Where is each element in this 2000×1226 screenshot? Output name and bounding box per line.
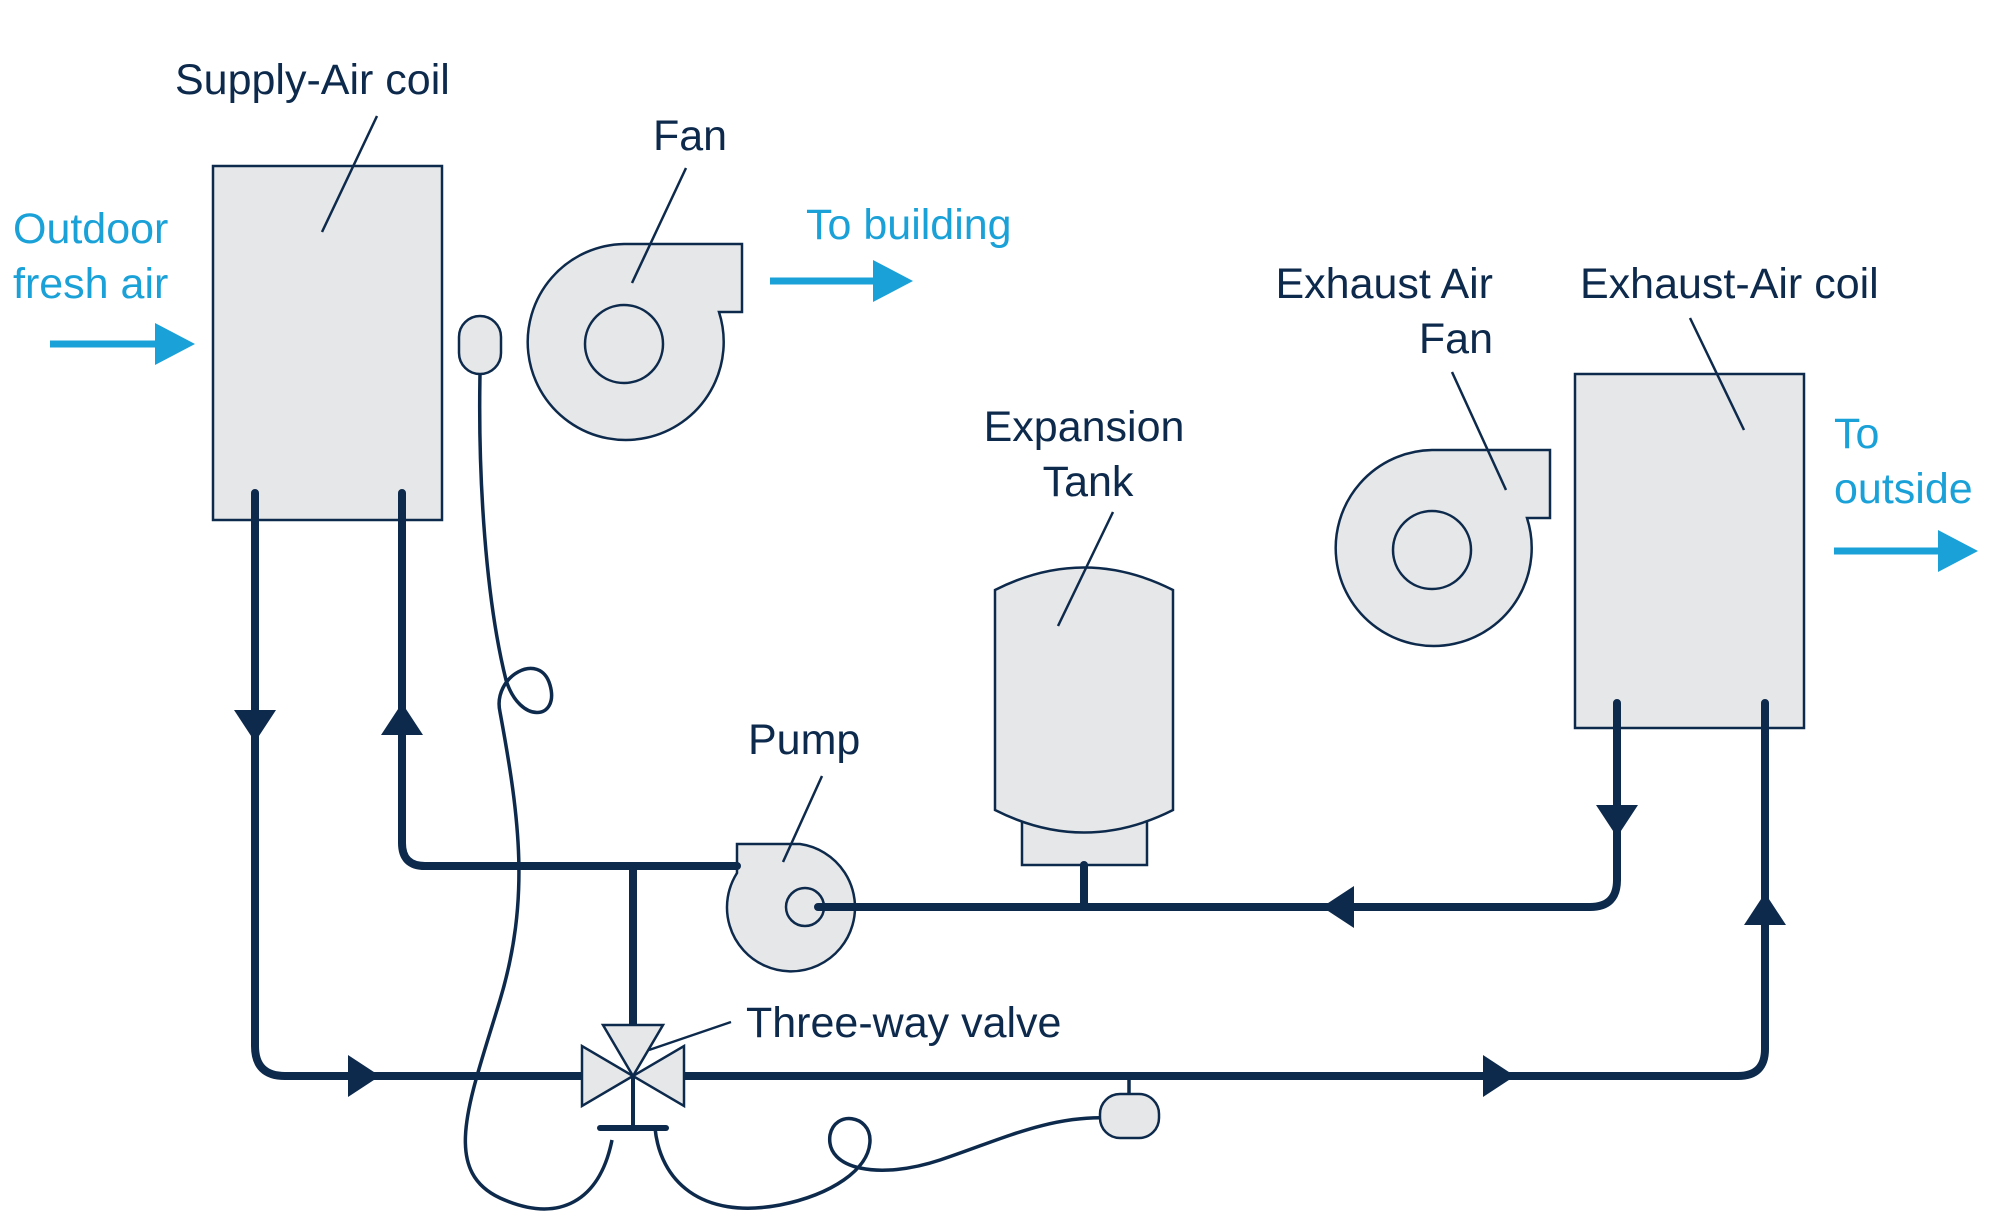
to-building-arrow (770, 260, 913, 302)
supply-fan-icon (526, 242, 744, 442)
outdoor-air-arrow (50, 323, 195, 365)
flow-arrow-up (381, 703, 423, 735)
expansion-tank (993, 566, 1175, 867)
supply-sensor-bulb (457, 314, 503, 376)
three-way-valve-icon (580, 1023, 686, 1131)
label-to-outside-line1: To (1834, 410, 1879, 458)
valve-capillary (653, 1116, 1111, 1210)
pipe-valve-to-exhaust (680, 699, 1769, 1080)
label-pump: Pump (748, 716, 860, 764)
label-expansion-line2: Tank (1043, 458, 1134, 506)
flow-arrow-right (348, 1055, 380, 1097)
exhaust-air-coil (1573, 372, 1806, 730)
label-fan: Fan (653, 112, 727, 160)
flow-arrow-up (1744, 893, 1786, 925)
flow-arrow-down (234, 710, 276, 742)
leader-supply-coil (320, 115, 379, 233)
leader-fan (630, 167, 688, 284)
flow-arrow-left (1322, 886, 1354, 928)
pipe-supply-outlet (251, 489, 586, 1080)
label-exhaust-fan-line1: Exhaust Air (1276, 260, 1494, 308)
leader-pump (781, 775, 824, 863)
flow-arrow-right (1483, 1055, 1515, 1097)
pipe-supply-return (398, 489, 741, 870)
label-to-building: To building (806, 201, 1012, 249)
label-exhaust-fan-line2: Fan (1419, 315, 1493, 363)
leader-exhaust-coil (1688, 317, 1746, 431)
label-three-way-valve: Three-way valve (746, 999, 1061, 1047)
label-to-outside-line2: outside (1834, 465, 1973, 513)
pump-icon (725, 842, 857, 973)
label-exhaust-air-coil: Exhaust-Air coil (1580, 260, 1879, 308)
flow-arrow-down (1596, 805, 1638, 837)
exhaust-fan-icon (1334, 448, 1552, 648)
supply-sensor-capillary (463, 373, 614, 1211)
supply-air-coil (211, 164, 444, 522)
label-supply-air-coil: Supply-Air coil (175, 56, 450, 104)
to-outside-arrow (1834, 530, 1978, 572)
label-expansion-line1: Expansion (984, 403, 1185, 451)
label-outdoor-line1: Outdoor (13, 205, 168, 253)
leader-expansion-tank (1056, 511, 1115, 627)
label-outdoor-line2: fresh air (13, 260, 168, 308)
leader-valve (648, 1020, 732, 1052)
return-sensor-bulb (1098, 1092, 1161, 1140)
pipe-exhaust-to-pump (814, 699, 1621, 911)
leader-exhaust-fan (1450, 371, 1508, 491)
